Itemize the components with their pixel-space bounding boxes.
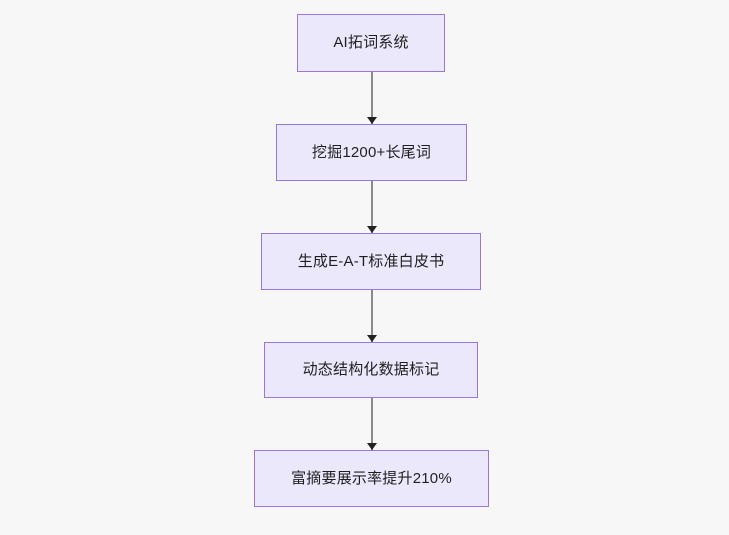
flow-node-label: AI拓词系统	[333, 34, 409, 51]
flow-node-label: 生成E-A-T标准白皮书	[297, 252, 445, 270]
flow-node-rich-snippet-result[interactable]: 富摘要展示率提升210%	[254, 450, 489, 507]
flow-node-label: 富摘要展示率提升210%	[291, 469, 452, 487]
flow-node-label: 动态结构化数据标记	[302, 361, 440, 378]
arrowhead-icon	[367, 226, 377, 233]
flow-node-structured-data-markup[interactable]: 动态结构化数据标记	[264, 342, 478, 398]
arrowhead-icon	[367, 335, 377, 342]
flow-node-label: 挖掘1200+长尾词	[311, 143, 432, 161]
connector-line	[371, 72, 373, 124]
connector-line	[371, 290, 373, 342]
arrowhead-icon	[367, 443, 377, 450]
flow-node-longtail-keywords[interactable]: 挖掘1200+长尾词	[276, 124, 467, 181]
flow-node-ai-keyword-system[interactable]: AI拓词系统	[297, 14, 445, 72]
connector-line	[371, 398, 373, 450]
flow-node-eat-whitepaper[interactable]: 生成E-A-T标准白皮书	[261, 233, 481, 290]
arrowhead-icon	[367, 117, 377, 124]
connector-line	[371, 181, 373, 233]
